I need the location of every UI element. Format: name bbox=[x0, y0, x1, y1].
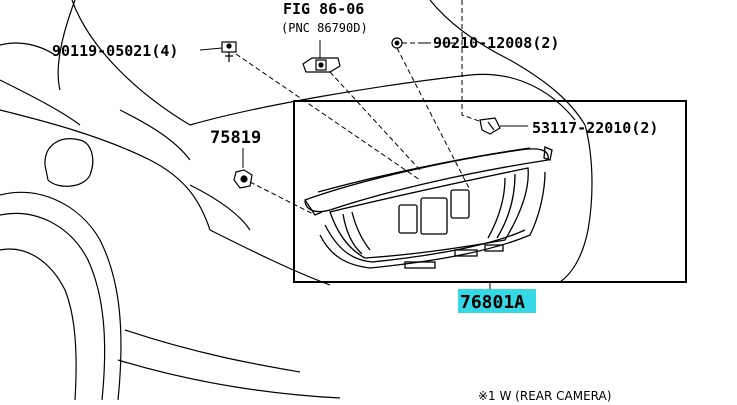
plate-recess bbox=[329, 167, 529, 259]
assembly-callout-box bbox=[293, 100, 687, 283]
body-side-line bbox=[0, 109, 211, 231]
connector-icon bbox=[302, 57, 341, 73]
rear-right-contour bbox=[559, 124, 593, 283]
license-lamp-left bbox=[398, 204, 418, 234]
rear-lamp-line bbox=[189, 184, 251, 231]
rear-window-edge bbox=[71, 0, 191, 126]
nut-icon bbox=[391, 37, 403, 49]
part-76801a-label[interactable]: 76801A bbox=[460, 292, 525, 313]
fuel-lid bbox=[44, 138, 94, 187]
leader-90119 bbox=[199, 47, 223, 51]
part-75819-label[interactable]: 75819 bbox=[210, 128, 261, 148]
trunk-upper-line bbox=[429, 0, 586, 126]
leader-75819-dashed bbox=[249, 181, 316, 216]
trunk-garnish bbox=[304, 146, 553, 269]
fig-ref-label[interactable]: FIG 86-06 bbox=[283, 0, 364, 18]
footnote-label: ※1 W (REAR CAMERA) bbox=[478, 389, 611, 403]
bottom-slot-2 bbox=[454, 249, 478, 257]
pnc-ref-label: (PNC 86790D) bbox=[281, 21, 368, 35]
rib-1 bbox=[342, 213, 363, 255]
bumper-crease bbox=[124, 329, 301, 373]
part-90119-label[interactable]: 90119-05021(4) bbox=[52, 42, 178, 60]
screw-icon bbox=[221, 41, 237, 62]
part-53117-label[interactable]: 53117-22010(2) bbox=[532, 119, 658, 137]
rib-3 bbox=[487, 177, 506, 239]
lower-chrome-trim-inner bbox=[324, 224, 526, 263]
wheel-arch-outer bbox=[0, 191, 122, 401]
leader-connector-dashed bbox=[329, 71, 421, 171]
rib-2 bbox=[351, 211, 371, 251]
wheel-arch-inner bbox=[0, 212, 106, 401]
trunk-lid-edge bbox=[189, 73, 576, 126]
fasteners bbox=[221, 37, 501, 189]
quarter-line bbox=[0, 79, 81, 126]
garnish-upper-edge bbox=[317, 147, 531, 193]
tire-line bbox=[0, 248, 77, 401]
panel-crease bbox=[119, 109, 191, 161]
bottom-slot-1 bbox=[404, 261, 436, 269]
garnish-end-cap bbox=[543, 146, 553, 161]
quarter-line-top bbox=[0, 42, 56, 56]
car-body bbox=[0, 0, 593, 401]
license-lamp-right bbox=[450, 189, 470, 219]
pillar-line bbox=[57, 0, 76, 91]
rear-panel-line bbox=[209, 229, 331, 286]
retainer-icon bbox=[479, 117, 501, 135]
leader-53117-dashed bbox=[461, 0, 483, 123]
leader-lines bbox=[199, 0, 528, 290]
rib-4 bbox=[496, 173, 516, 239]
leader-90119-dashed bbox=[235, 53, 421, 181]
bumper-lower bbox=[117, 359, 341, 399]
camera-housing bbox=[420, 197, 448, 235]
clip-icon bbox=[233, 169, 253, 189]
bottom-slot-3 bbox=[484, 244, 504, 252]
part-90210-label[interactable]: 90210-12008(2) bbox=[433, 34, 559, 52]
part-76801a-highlight[interactable] bbox=[458, 289, 536, 313]
leader-90210 bbox=[396, 42, 471, 191]
